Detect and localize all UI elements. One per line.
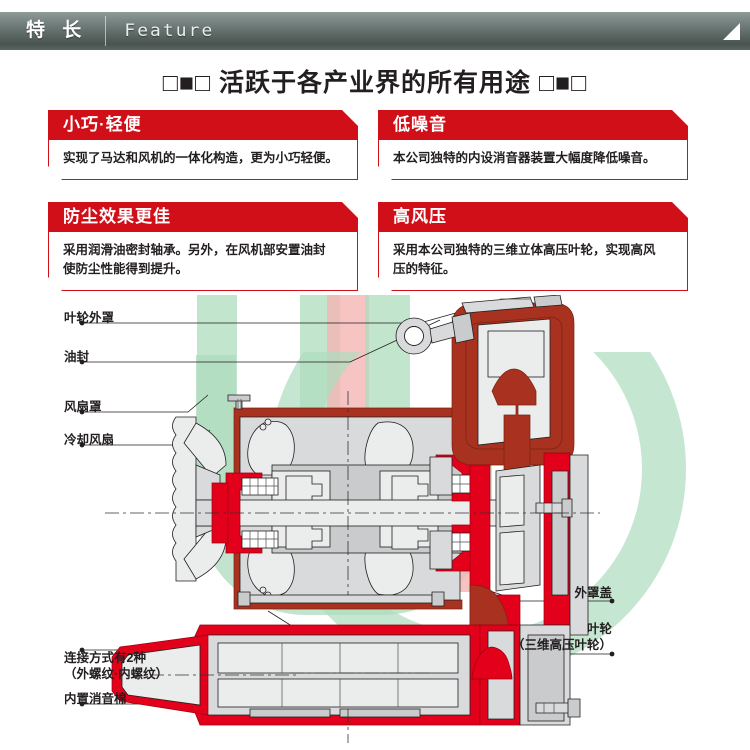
- bearing-left: [241, 477, 279, 549]
- feature-card-title: 高风压: [393, 207, 447, 226]
- feature-card-text-line: 本公司独特的内设消音器装置大幅度降低噪音。: [393, 151, 656, 165]
- machine-cross-section: [105, 295, 600, 743]
- feature-card-text-line: 压的特征。: [393, 262, 456, 276]
- page-title: □■□ 活跃于各产业界的所有用途 □■□: [162, 69, 588, 97]
- callout-label-impeller-cover: 叶轮外罩: [64, 311, 115, 325]
- header-title-cn: 特 长: [26, 20, 88, 41]
- feature-card-title: 小巧·轻便: [63, 115, 142, 134]
- feature-card-header: 小巧·轻便: [48, 110, 358, 140]
- feature-card-body: 实现了马达和风机的一体化构造，更为小巧轻便。: [48, 140, 358, 180]
- feature-card-header: 高风压: [378, 202, 688, 232]
- callout-label-line: 连接方式有2种: [64, 651, 146, 665]
- feature-card-high-pressure: 高风压 采用本公司独特的三维立体高压叶轮，实现高风 压的特征。: [378, 202, 688, 291]
- corner-triangle-icon: [723, 23, 740, 40]
- feature-card-grid: 小巧·轻便 实现了马达和风机的一体化构造，更为小巧轻便。 低噪音 本公司独特的内…: [0, 110, 750, 300]
- feature-card-text-line: 采用润滑油密封轴承。另外，在风机部安置油封: [63, 243, 326, 257]
- callout-label-connection-types: 连接方式有2种 （外螺纹·内螺纹）: [64, 650, 168, 682]
- feature-card-header: 防尘效果更佳: [48, 202, 358, 232]
- callout-label-line: 叶轮: [586, 622, 612, 636]
- feature-card-title: 防尘效果更佳: [63, 207, 171, 226]
- feature-card-dustproof: 防尘效果更佳 采用润滑油密封轴承。另外，在风机部安置油封 使防尘性能得到提升。: [48, 202, 358, 291]
- section-header-bar: 特 长 Feature: [0, 12, 750, 50]
- feature-card-body: 采用润滑油密封轴承。另外，在风机部安置油封 使防尘性能得到提升。: [48, 232, 358, 291]
- callout-label-oil-seal: 油封: [64, 350, 90, 364]
- feature-card-header: 低噪音: [378, 110, 688, 140]
- header-title-en: Feature: [124, 21, 215, 41]
- callout-label-internal-sound-absorber: 内置消音棉: [64, 692, 127, 706]
- header-divider: [105, 16, 107, 46]
- feature-card-text-line: 实现了马达和风机的一体化构造，更为小巧轻便。: [63, 151, 339, 165]
- feature-card-low-noise: 低噪音 本公司独特的内设消音器装置大幅度降低噪音。: [378, 110, 688, 180]
- feature-card-body: 本公司独特的内设消音器装置大幅度降低噪音。: [378, 140, 688, 180]
- callout-label-impeller: 叶轮 （三维高压叶轮）: [512, 621, 612, 653]
- feature-card-compact: 小巧·轻便 实现了马达和风机的一体化构造，更为小巧轻便。: [48, 110, 358, 180]
- feature-card-text-line: 使防尘性能得到提升。: [63, 262, 189, 276]
- callout-label-cooling-fan: 冷却风扇: [64, 433, 115, 447]
- feature-card-title: 低噪音: [393, 115, 447, 134]
- lifting-eye-bolt: [395, 312, 475, 355]
- blower-cutaway-diagram: .ln{fill:none;stroke:#231f20;stroke-widt…: [0, 295, 750, 750]
- callout-label-fan-cover: 风扇罩: [64, 400, 102, 414]
- callout-label-cover-lid: 外罩盖: [574, 586, 612, 600]
- callout-label-line: （外螺纹·内螺纹）: [64, 667, 169, 681]
- callout-label-line: （三维高压叶轮）: [511, 638, 612, 652]
- feature-card-text-line: 采用本公司独特的三维立体高压叶轮，实现高风: [393, 243, 656, 257]
- feature-card-body: 采用本公司独特的三维立体高压叶轮，实现高风 压的特征。: [378, 232, 688, 291]
